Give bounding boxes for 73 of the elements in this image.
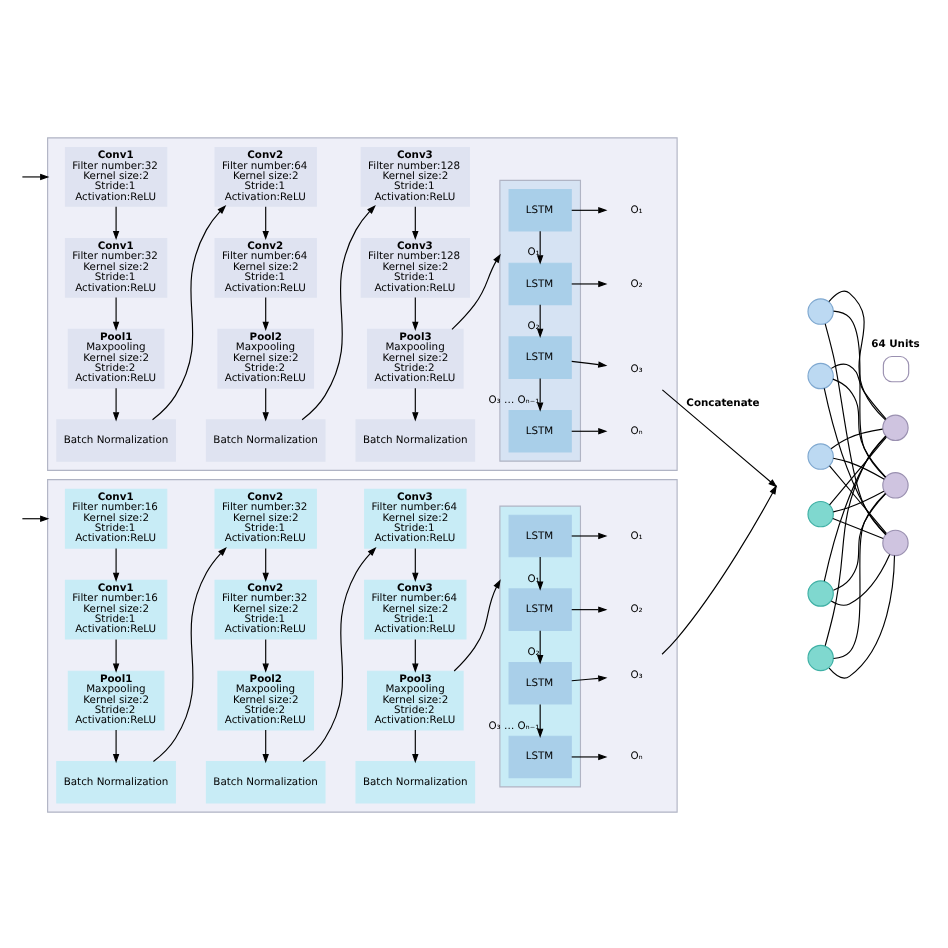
arrow [571, 531, 608, 539]
arrow [571, 279, 608, 287]
arrow [661, 388, 778, 494]
arrow [112, 386, 120, 421]
connector [829, 464, 887, 534]
cluster [47, 136, 678, 470]
node-circle [807, 297, 834, 324]
connector [823, 386, 887, 535]
arrow [453, 578, 501, 671]
arrow [301, 204, 376, 420]
arrow [412, 637, 419, 672]
node-circle [882, 528, 909, 556]
node-circle [807, 643, 834, 671]
node-circle [807, 579, 834, 606]
connector [832, 491, 886, 659]
node-circle [807, 442, 834, 469]
arrow [412, 728, 419, 763]
connector [830, 552, 891, 605]
arrow [112, 728, 120, 763]
arrow [571, 359, 608, 367]
connector [824, 322, 887, 535]
arrow [412, 296, 419, 331]
cluster [499, 504, 582, 787]
arrow [21, 514, 50, 521]
arrow [262, 728, 269, 763]
arrow [412, 386, 419, 421]
connector [832, 489, 885, 512]
connector [830, 362, 887, 419]
arrow [112, 637, 120, 672]
arrow [262, 546, 269, 581]
arrow [536, 229, 544, 264]
connector [832, 377, 887, 477]
connector [828, 289, 887, 420]
connector [830, 427, 884, 449]
arrow [262, 296, 269, 331]
arrow [571, 605, 608, 612]
connector [828, 554, 896, 678]
arrow [412, 205, 419, 240]
arrow [112, 296, 120, 331]
connector [832, 516, 884, 539]
arrow [571, 206, 608, 213]
arrow [571, 427, 608, 434]
arrow [451, 252, 501, 329]
connector [832, 492, 887, 590]
arrow [536, 629, 544, 664]
node-circle [882, 471, 909, 498]
node-circle [807, 499, 834, 527]
arrow [21, 172, 50, 180]
arrow [262, 205, 269, 240]
connector [829, 435, 887, 505]
cluster [47, 478, 678, 812]
arrow [661, 484, 777, 654]
arrow [151, 204, 227, 420]
connector [832, 309, 886, 477]
arrow [536, 303, 544, 338]
arrow [112, 205, 120, 240]
arrow [152, 546, 227, 762]
arrow [536, 702, 544, 737]
connector [832, 456, 885, 479]
arrow [412, 546, 419, 581]
arrow [571, 752, 608, 760]
node-circle [882, 413, 909, 441]
arrow [571, 674, 608, 681]
connector [824, 434, 887, 646]
arrow [112, 546, 120, 581]
arrow [536, 555, 544, 590]
cluster [499, 178, 582, 461]
arrow [262, 637, 269, 672]
arrow [536, 376, 544, 411]
node-circle [807, 361, 834, 389]
arrow [262, 386, 269, 421]
connector [823, 434, 887, 581]
arrow [302, 546, 377, 762]
